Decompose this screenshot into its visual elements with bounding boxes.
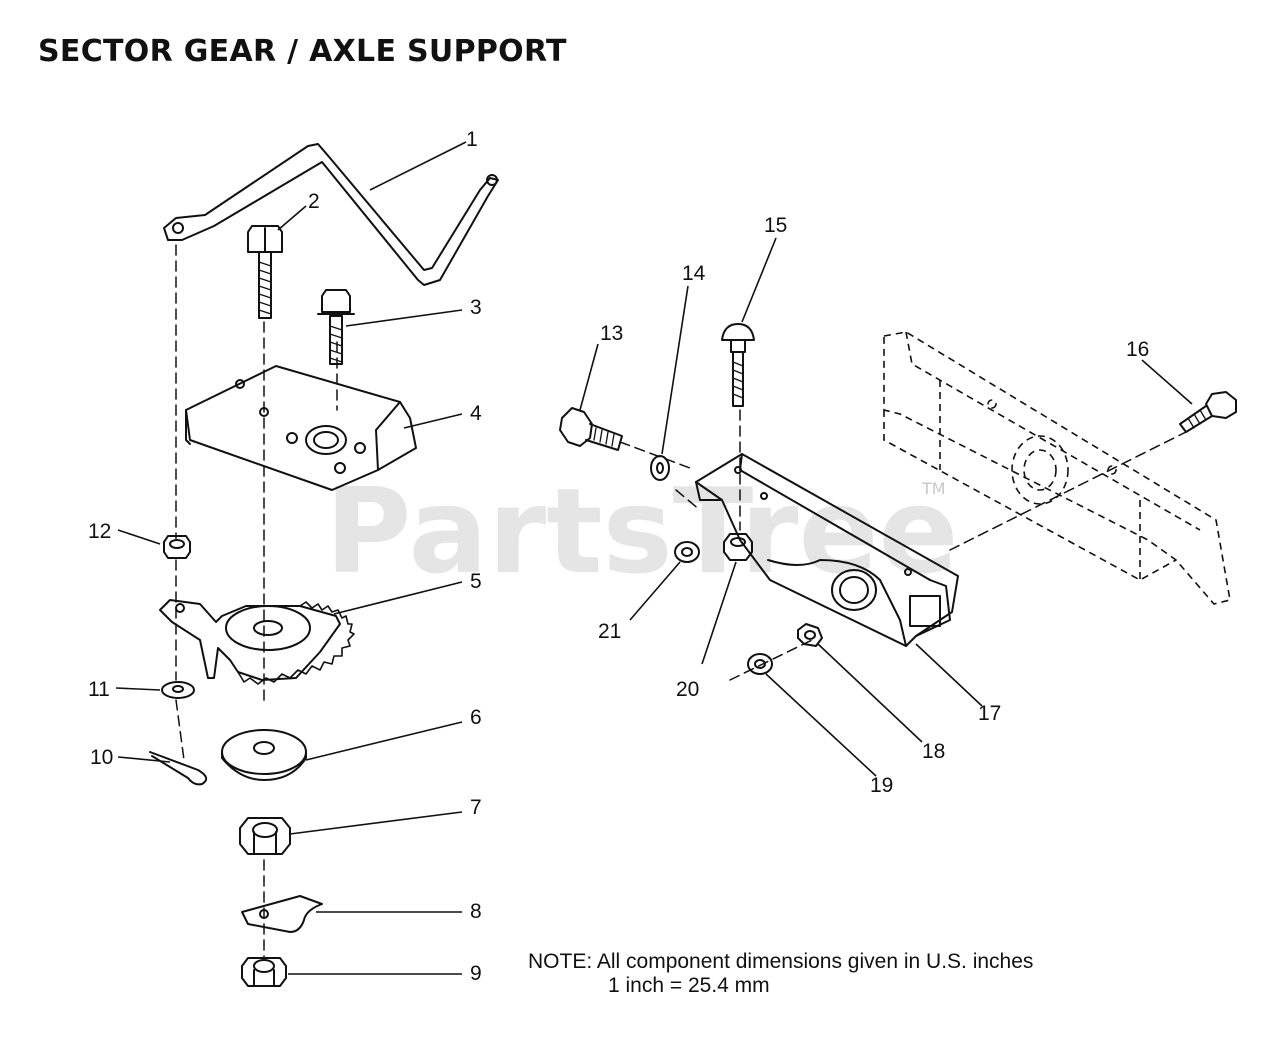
assembly-axes	[175, 244, 1191, 959]
leader-lines	[115, 141, 1193, 975]
callout-6: 6	[470, 706, 482, 729]
part-7-hex-nut	[239, 817, 291, 855]
dimension-note: NOTE: All component dimensions given in …	[528, 950, 1033, 998]
part-19-washer	[747, 653, 773, 675]
callout-20: 20	[676, 678, 699, 701]
callout-19: 19	[870, 774, 893, 797]
callout-14: 14	[682, 262, 706, 285]
part-16-hex-bolt	[1179, 391, 1237, 433]
part-10-cotter-pin	[149, 751, 208, 786]
callout-11: 11	[88, 678, 110, 701]
callout-5: 5	[470, 570, 482, 593]
callout-1: 1	[466, 128, 478, 151]
part-4-bracket	[185, 365, 417, 491]
callout-4: 4	[470, 402, 482, 425]
callout-8: 8	[470, 900, 482, 923]
callout-16: 16	[1126, 338, 1149, 361]
part-11-washer	[161, 681, 195, 699]
part-14-washer	[650, 455, 670, 481]
callout-9: 9	[470, 962, 482, 985]
callout-2: 2	[308, 190, 320, 213]
part-5-sector-gear	[159, 599, 355, 685]
callout-17: 17	[978, 702, 1001, 725]
note-line-2: 1 inch = 25.4 mm	[608, 974, 770, 997]
part-8-clip	[241, 895, 323, 933]
part-9-hex-nut	[241, 957, 287, 987]
part-13-hex-bolt	[559, 407, 623, 451]
part-21-nut	[674, 541, 700, 563]
callout-15: 15	[764, 214, 787, 237]
callout-18: 18	[922, 740, 945, 763]
part-17-axle-support	[695, 453, 959, 647]
part-20-nut	[723, 533, 753, 561]
callout-3: 3	[470, 296, 482, 319]
part-18-nut	[797, 623, 823, 647]
callout-13: 13	[600, 322, 623, 345]
part-3-hex-bolt	[317, 289, 355, 365]
callout-7: 7	[470, 796, 482, 819]
callout-12: 12	[88, 520, 111, 543]
part-12-nut	[163, 535, 191, 559]
callout-numbers: 1 2 3 4 5 6 7 8 9 10 11 12 13 14 15 16 1…	[88, 128, 1149, 985]
callout-21: 21	[598, 620, 621, 643]
callout-10: 10	[90, 746, 113, 769]
part-1-drag-link	[163, 143, 499, 286]
part-15-carriage-bolt	[721, 323, 755, 407]
part-2-hex-bolt	[247, 225, 283, 319]
diagram-title: SECTOR GEAR / AXLE SUPPORT	[38, 34, 567, 69]
note-line-1: NOTE: All component dimensions given in …	[528, 950, 1034, 973]
watermark-trademark: TM	[921, 479, 946, 498]
phantom-axle	[883, 331, 1231, 605]
part-6-flat-washer	[221, 729, 307, 781]
